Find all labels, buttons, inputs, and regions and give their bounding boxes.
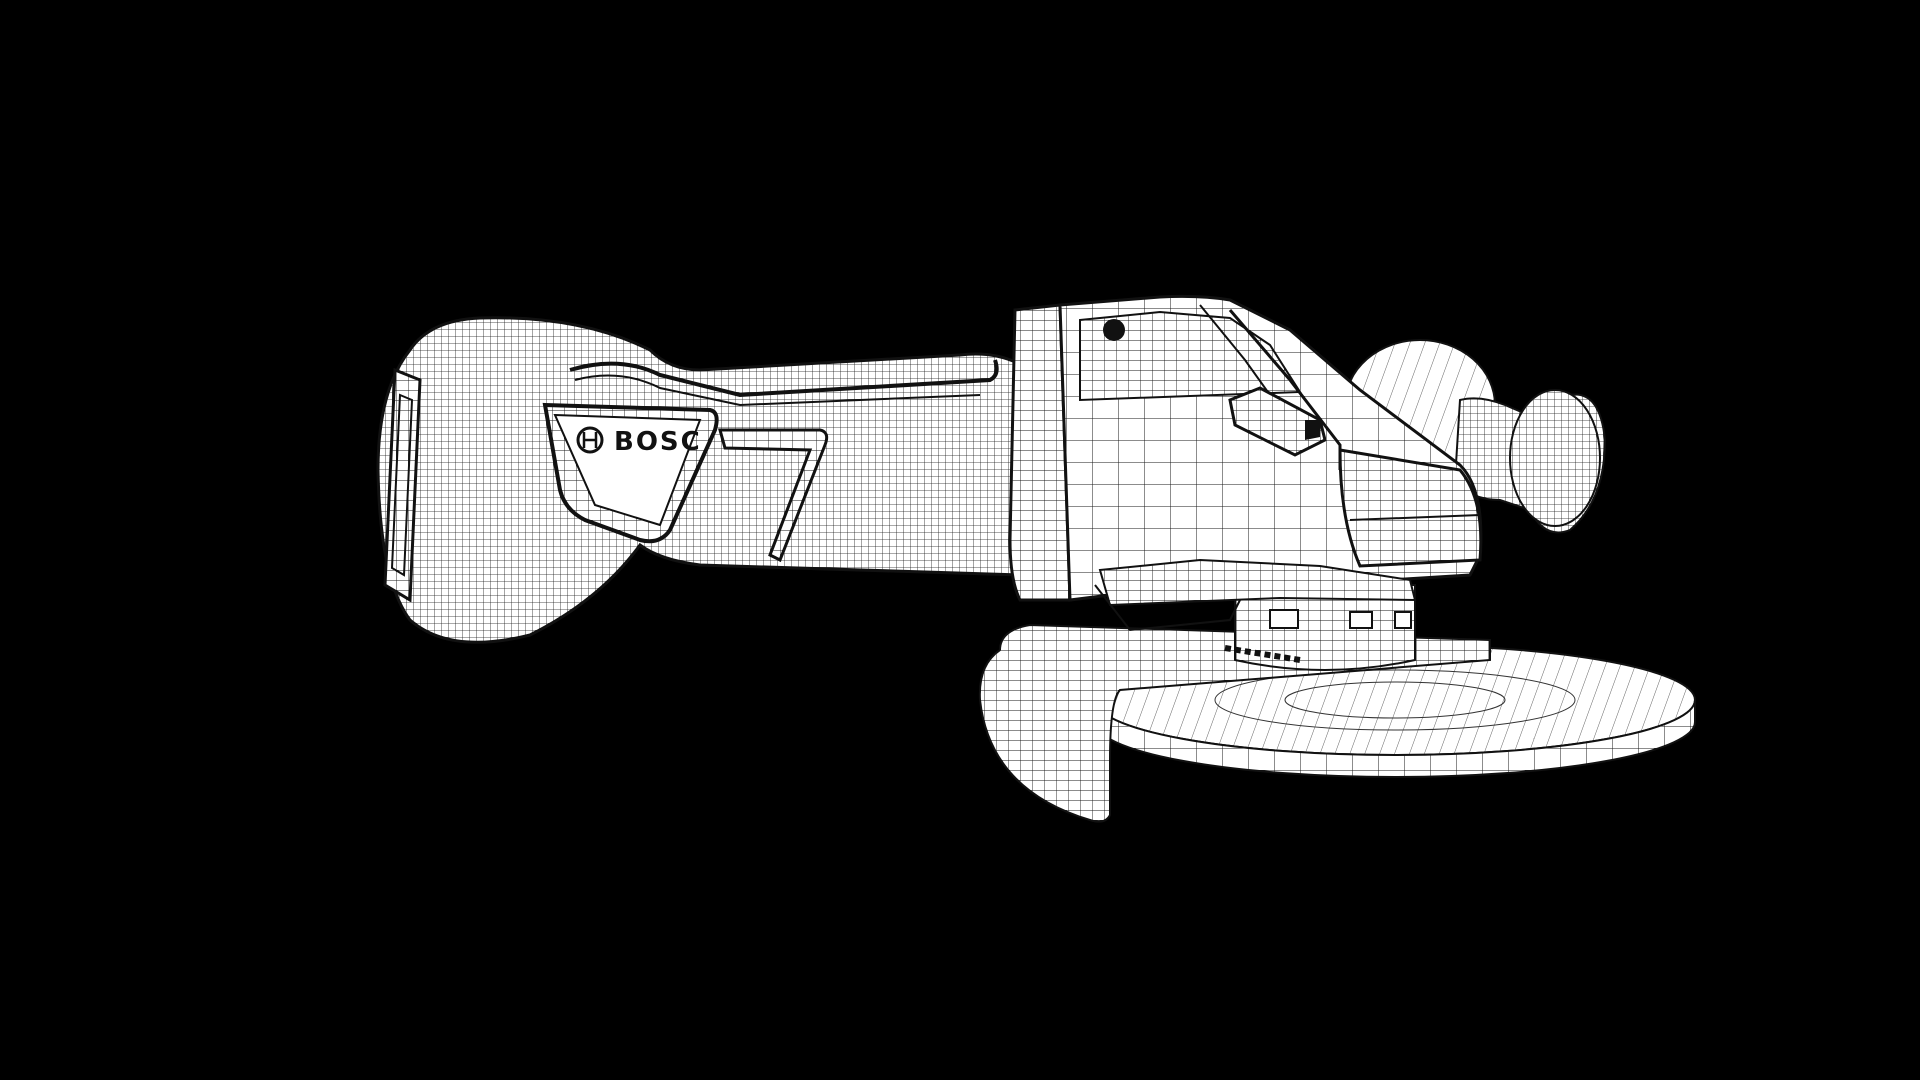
guard-lip (978, 623, 1491, 823)
brand-logo: BOSC (576, 426, 702, 457)
motor-housing (376, 316, 1052, 644)
bosch-armature-icon (576, 426, 604, 454)
brand-text: BOSC (614, 427, 702, 457)
spindle-collar (1224, 584, 1416, 671)
side-handle (1344, 339, 1607, 534)
gear-head (1008, 294, 1483, 632)
